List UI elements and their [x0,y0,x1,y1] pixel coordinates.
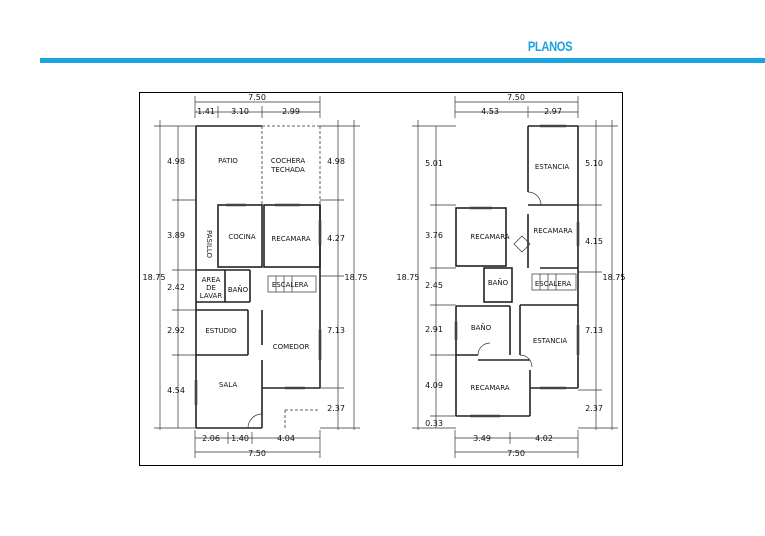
dim-label: 7.50 [507,93,525,102]
room-label: PATIO [218,157,238,165]
dim-label: 4.53 [481,107,499,116]
dim-label: 4.98 [327,157,345,166]
room-label: ESCALERA [535,280,571,288]
room-label: LAVAR [200,292,223,300]
dim-label: 1.41 [197,107,215,116]
room-label: AREA [202,276,221,284]
room-label: BAÑO [228,285,249,294]
ground-dimension-labels: 7.50 1.41 3.10 2.99 4.98 3.89 2.42 2.92 … [143,93,368,458]
dim-label: 1.40 [231,434,249,443]
plans-frame [139,92,623,466]
ground-walls [194,125,322,429]
upper-floor-plan: 7.50 4.53 2.97 5.01 3.76 2.45 2.91 4.09 … [397,93,626,458]
dim-label: 4.04 [277,434,295,443]
room-label: SALA [219,381,237,389]
dim-label: 2.97 [544,107,562,116]
dim-label: 4.98 [167,157,185,166]
room-label: ESTANCIA [535,163,570,171]
room-label: BAÑO [471,323,492,332]
dim-label: 5.10 [585,159,603,168]
dim-label: 7.13 [327,326,345,335]
ground-floor-plan: 7.50 1.41 3.10 2.99 4.98 3.89 2.42 2.92 … [143,93,368,458]
room-label: ESCALERA [272,281,308,289]
dim-label: 18.75 [397,273,420,282]
room-label: BAÑO [488,278,509,287]
dim-label: 2.99 [282,107,300,116]
room-label: COMEDOR [273,343,310,351]
dim-label: 2.45 [425,281,443,290]
dim-label: 7.50 [248,93,266,102]
room-label: RECAMARA [470,384,509,392]
dim-label: 18.75 [143,273,166,282]
room-label: ESTANCIA [533,337,568,345]
dim-label: 5.01 [425,159,443,168]
dim-label: 4.15 [585,237,603,246]
dim-label: 2.42 [167,283,185,292]
room-label: COCHERA [271,157,306,165]
dim-label: 7.50 [507,449,525,458]
page-title: PLANOS [527,38,573,54]
dim-label: 4.02 [535,434,553,443]
room-label: DE [206,284,216,292]
room-label: PASILLO [205,230,213,259]
room-label: COCINA [228,233,256,241]
dim-label: 3.49 [473,434,491,443]
ground-dimension-lines [154,96,360,458]
room-label: RECAMARA [533,227,572,235]
dim-label: 4.09 [425,381,443,390]
dim-label: 18.75 [603,273,626,282]
upper-dimension-labels: 7.50 4.53 2.97 5.01 3.76 2.45 2.91 4.09 … [397,93,626,458]
upper-room-labels: ESTANCIA RECAMARA RECAMARA BAÑO ESCALERA… [470,163,572,392]
dim-label: 3.89 [167,231,185,240]
dim-label: 4.27 [327,234,345,243]
room-label: ESTUDIO [205,327,237,335]
dim-label: 3.10 [231,107,249,116]
dim-label: 2.06 [202,434,220,443]
dim-label: 2.91 [425,325,443,334]
room-label: TECHADA [270,166,305,174]
dim-label: 2.37 [327,404,345,413]
dim-label: 4.54 [167,386,185,395]
dim-label: 2.37 [585,404,603,413]
upper-dimension-lines [412,96,618,458]
dim-label: 7.50 [248,449,266,458]
header-divider [40,58,765,63]
ground-room-labels: PATIO COCHERA TECHADA PASILLO COCINA REC… [200,157,311,389]
dim-label: 7.13 [585,326,603,335]
dim-label: 18.75 [345,273,368,282]
upper-walls [454,124,580,418]
room-label: RECAMARA [271,235,310,243]
dim-label: 3.76 [425,231,443,240]
dim-label: 0.33 [425,419,443,428]
dim-label: 2.92 [167,326,185,335]
room-label: RECAMARA [470,233,509,241]
